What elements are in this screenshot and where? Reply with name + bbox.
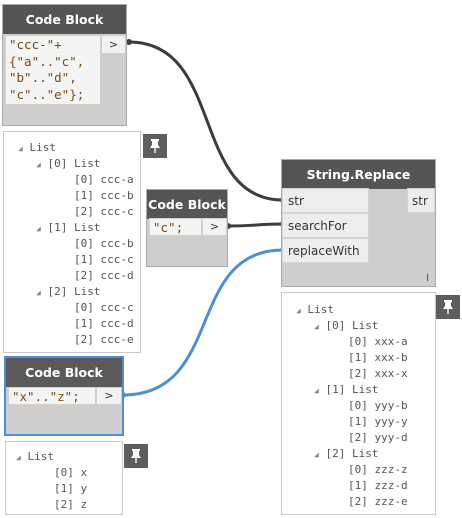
tree-label: [1] List: [325, 383, 379, 396]
pin-icon: [150, 139, 160, 153]
tree-label: [0] List: [47, 157, 101, 170]
pin-button-watch-3[interactable]: [124, 444, 148, 468]
code-line: "c";: [153, 220, 184, 235]
tree-item: [2] ccc-d: [74, 269, 134, 282]
tree-item: [1] ccc-c: [74, 253, 134, 266]
wire-code-block-3-to-replacewith[interactable]: [122, 248, 284, 397]
node-title: Code Block: [147, 190, 227, 219]
tree-label: List: [29, 141, 56, 154]
tree-item: [0] zzz-z: [348, 463, 408, 476]
code-line: "ccc-"+: [9, 37, 62, 52]
input-port-searchfor[interactable]: searchFor: [282, 213, 369, 238]
collapse-triangle-icon[interactable]: ◢: [36, 224, 41, 233]
tree-label: [0] List: [325, 319, 379, 332]
code-editor[interactable]: "ccc-"+{"a".."c","b".."d","c".."e"};: [5, 35, 101, 105]
tree-root[interactable]: ◢ List: [18, 141, 56, 154]
code-block-node-1[interactable]: Code Block "ccc-"+{"a".."c","b".."d","c"…: [2, 4, 127, 126]
watch-preview-3[interactable]: ◢ List [0] x [1] y [2] z: [5, 441, 123, 515]
collapse-triangle-icon[interactable]: ◢: [36, 160, 41, 169]
output-port-str[interactable]: str: [407, 188, 435, 213]
lacing-indicator[interactable]: l: [426, 273, 429, 284]
input-port-str[interactable]: str: [282, 188, 369, 213]
tree-group[interactable]: ◢ [0] List: [36, 157, 100, 170]
tree-label: List: [27, 450, 54, 463]
pin-icon: [131, 449, 141, 463]
code-editor[interactable]: "c";: [149, 218, 202, 236]
tree-group[interactable]: ◢ [0] List: [314, 319, 378, 332]
tree-label: [1] List: [47, 221, 101, 234]
output-glyph: >: [104, 389, 114, 402]
tree-item: [0] x: [54, 466, 88, 479]
pin-button-watch-2[interactable]: [436, 295, 460, 319]
collapse-triangle-icon[interactable]: ◢: [296, 306, 301, 315]
output-glyph: >: [209, 220, 220, 233]
tree-item: [1] ccc-b: [74, 189, 134, 202]
pin-icon: [443, 300, 453, 314]
node-title: String.Replace: [282, 160, 435, 189]
tree-item: [2] zzz-e: [348, 495, 408, 508]
tree-item: [2] xxx-x: [348, 367, 408, 380]
tree-item: [0] xxx-a: [348, 335, 408, 348]
tree-item: [2] yyy-d: [348, 431, 408, 444]
wire-code-block-1-to-str[interactable]: [128, 40, 284, 202]
tree-item: [1] y: [54, 482, 88, 495]
wire-code-block-2-to-searchfor[interactable]: [227, 222, 284, 228]
tree-item: [2] ccc-c: [74, 205, 134, 218]
tree-item: [1] ccc-d: [74, 317, 134, 330]
watch-preview-2[interactable]: ◢ List ◢ [0] List [0] xxx-a [1] xxx-b [2…: [281, 292, 436, 515]
code-block-node-2[interactable]: Code Block "c"; >: [146, 189, 228, 267]
code-line: {"a".."c",: [9, 53, 85, 69]
tree-group[interactable]: ◢ [1] List: [36, 221, 100, 234]
tree-label: [2] List: [325, 447, 379, 460]
code-block-node-3[interactable]: Code Block "x".."z"; >: [4, 356, 124, 436]
collapse-triangle-icon[interactable]: ◢: [314, 386, 319, 395]
collapse-triangle-icon[interactable]: ◢: [18, 144, 23, 153]
string-replace-node[interactable]: String.Replace str searchFor replaceWith…: [281, 159, 436, 287]
tree-label: [2] List: [47, 285, 101, 298]
output-glyph: >: [108, 38, 119, 51]
input-port-replacewith[interactable]: replaceWith: [282, 238, 369, 263]
watch-preview-1[interactable]: ◢ List ◢ [0] List [0] ccc-a [1] ccc-b [2…: [3, 131, 141, 353]
tree-item: [0] ccc-b: [74, 237, 134, 250]
collapse-triangle-icon[interactable]: ◢: [16, 453, 21, 462]
pin-button-watch-1[interactable]: [143, 134, 167, 158]
tree-item: [2] ccc-e: [74, 333, 134, 346]
tree-item: [1] zzz-d: [348, 479, 408, 492]
tree-item: [0] ccc-a: [74, 173, 134, 186]
tree-label: List: [307, 303, 334, 316]
code-line: "x".."z";: [12, 389, 80, 404]
code-line: "c".."e"};: [9, 86, 85, 102]
collapse-triangle-icon[interactable]: ◢: [314, 450, 319, 459]
tree-item: [1] xxx-b: [348, 351, 408, 364]
tree-item: [1] yyy-y: [348, 415, 408, 428]
output-port[interactable]: >: [101, 35, 126, 54]
tree-group[interactable]: ◢ [2] List: [314, 447, 378, 460]
output-port[interactable]: >: [96, 387, 122, 405]
tree-root[interactable]: ◢ List: [16, 450, 54, 463]
node-title: Code Block: [3, 5, 126, 34]
code-editor[interactable]: "x".."z";: [8, 387, 96, 405]
code-line: "b".."d",: [9, 70, 77, 85]
collapse-triangle-icon[interactable]: ◢: [36, 288, 41, 297]
tree-group[interactable]: ◢ [2] List: [36, 285, 100, 298]
tree-root[interactable]: ◢ List: [296, 303, 334, 316]
node-title: Code Block: [6, 358, 122, 387]
tree-item: [0] ccc-c: [74, 301, 134, 314]
tree-item: [2] z: [54, 498, 88, 511]
tree-group[interactable]: ◢ [1] List: [314, 383, 378, 396]
tree-item: [0] yyy-b: [348, 399, 408, 412]
output-port[interactable]: >: [202, 218, 227, 236]
collapse-triangle-icon[interactable]: ◢: [314, 322, 319, 331]
